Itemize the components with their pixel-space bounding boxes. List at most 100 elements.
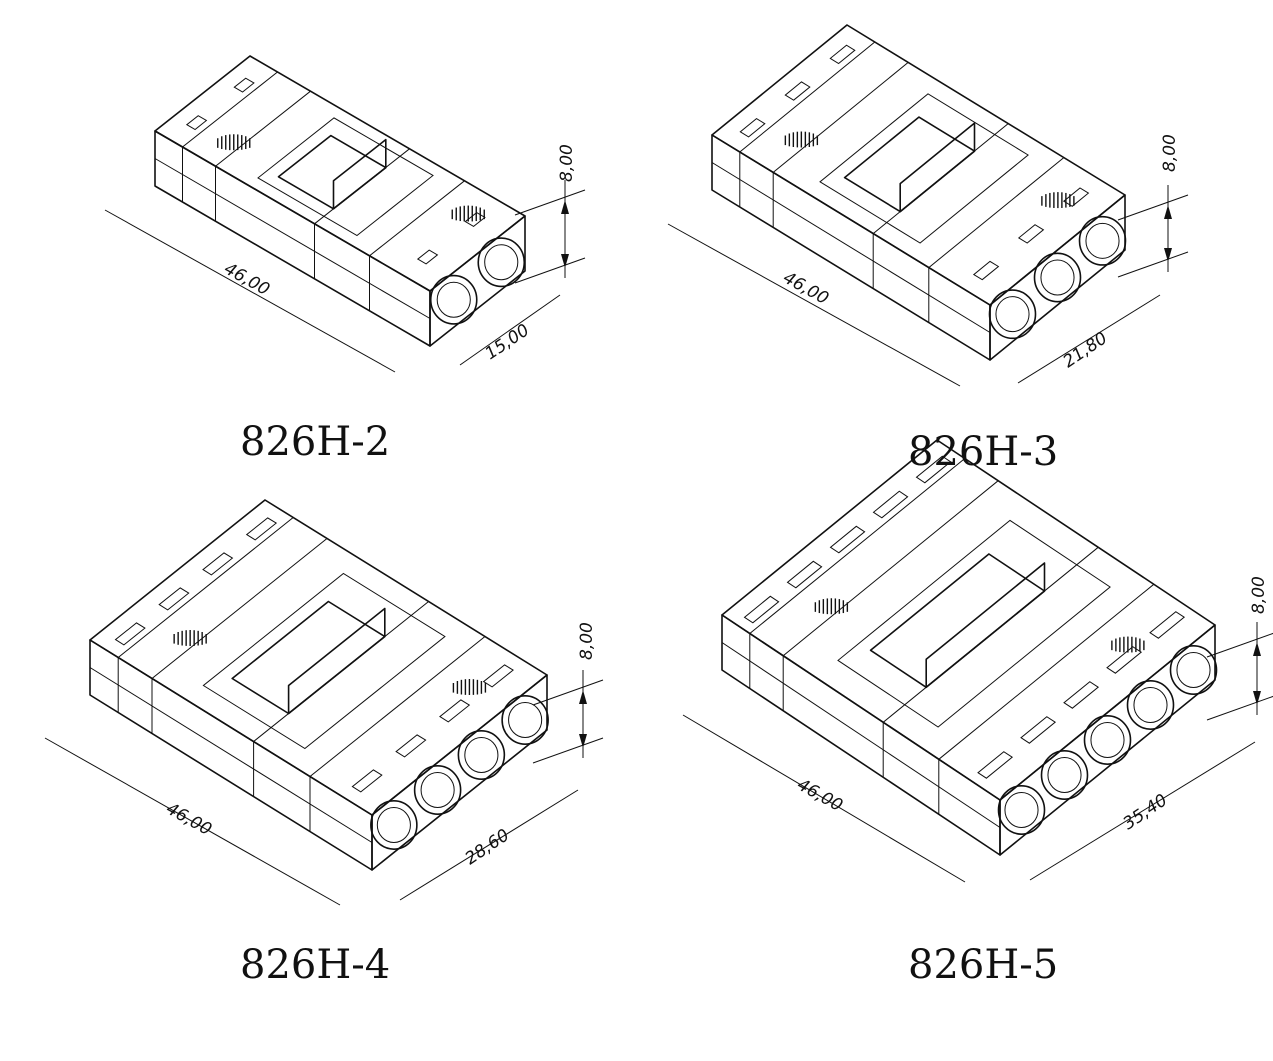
end-face [999, 624, 1216, 856]
length-dimension-label: 46,00 [780, 268, 832, 309]
length-dimension-label: 46,00 [794, 775, 846, 816]
length-dimension-label: 46,00 [221, 259, 273, 300]
width-dimension-label: 21,80 [1060, 328, 1112, 372]
slot [977, 751, 1014, 779]
dimension-arrow [579, 690, 587, 704]
section-line [749, 458, 966, 689]
slot [972, 260, 1000, 281]
latch [843, 116, 976, 213]
dimension-arrow [561, 200, 569, 214]
model-label: 826H-4 [240, 942, 390, 988]
end-face [371, 674, 548, 871]
width-dimension-label: 15,00 [482, 320, 534, 364]
width-dimension-line [1029, 741, 1256, 881]
port-outer [370, 800, 418, 850]
latch-ramp [332, 138, 387, 210]
top-face [721, 439, 1216, 801]
slot [482, 664, 514, 688]
drawing-826h-3 [667, 24, 1189, 387]
side-edge-line [711, 162, 991, 333]
height-dimension-label: 8,00 [1249, 576, 1269, 614]
port-outer [1078, 215, 1127, 266]
port-outer [1169, 645, 1218, 695]
height-extension-line [1206, 695, 1273, 721]
port-inner [420, 772, 455, 808]
slot [784, 81, 811, 101]
latch-ramp [925, 562, 1046, 689]
slot [743, 595, 780, 624]
section-line [739, 41, 876, 207]
width-dimension-line [1017, 294, 1161, 384]
side-edge-line [721, 642, 1001, 828]
port-outer [477, 237, 526, 288]
port-inner [1004, 792, 1039, 828]
height-dimension-label: 8,00 [1160, 134, 1180, 172]
slot [829, 44, 856, 65]
port-inner [436, 281, 471, 318]
port-inner [1176, 652, 1211, 688]
latch-ramp [287, 607, 386, 715]
port-outer [1033, 252, 1082, 303]
port-inner [1090, 722, 1125, 758]
height-extension-line [1206, 632, 1273, 658]
port-outer [1126, 680, 1175, 730]
section-line [215, 90, 311, 222]
section-line [872, 123, 1009, 289]
port-outer [457, 730, 506, 780]
slot [829, 525, 866, 554]
model-label: 826H-3 [908, 429, 1058, 475]
drawing-826h-5 [682, 439, 1273, 883]
port-inner [1085, 222, 1120, 259]
section-line [309, 636, 486, 832]
width-dimension-line [459, 294, 561, 366]
latch [277, 134, 387, 210]
dimension-arrow [579, 734, 587, 748]
port-inner [508, 702, 543, 738]
slot [351, 769, 383, 793]
slot [185, 115, 208, 131]
port-inner [376, 807, 411, 843]
height-extension-line [514, 189, 586, 216]
port-inner [1133, 687, 1168, 723]
dimension-arrow [1164, 248, 1172, 262]
dimension-arrow [561, 254, 569, 268]
latch-ramp [899, 122, 976, 213]
model-label: 826H-2 [240, 419, 390, 465]
side-face [154, 130, 431, 347]
port-outer [413, 765, 462, 815]
drawing-826h-2 [104, 55, 586, 373]
slot [158, 587, 190, 611]
slot [439, 699, 471, 723]
section-line [772, 62, 909, 228]
port-inner [464, 737, 499, 773]
slot [1106, 646, 1143, 674]
height-extension-line [1117, 194, 1189, 221]
top-face [711, 24, 1126, 306]
port-outer [988, 289, 1037, 340]
slot [1063, 681, 1100, 709]
slot [1062, 187, 1090, 207]
side-edge-line [89, 667, 373, 843]
length-dimension-label: 46,00 [163, 799, 215, 840]
port-outer [1083, 715, 1132, 765]
port-outer [429, 274, 478, 325]
top-face [154, 55, 526, 292]
slot [114, 622, 146, 646]
port-inner [1040, 259, 1075, 296]
end-face [989, 194, 1126, 361]
width-dimension-line [399, 789, 579, 901]
section-line [938, 583, 1155, 815]
top-window [837, 519, 1111, 728]
port-inner [484, 244, 519, 281]
slot [233, 77, 255, 93]
port-outer [501, 695, 549, 745]
slot [395, 734, 427, 758]
height-extension-line [532, 737, 604, 764]
dimension-arrow [1253, 691, 1261, 705]
port-inner [995, 296, 1030, 333]
section-line [928, 157, 1065, 323]
width-dimension-label: 35,40 [1120, 790, 1172, 834]
latch [869, 553, 1046, 689]
port-outer [997, 785, 1046, 835]
